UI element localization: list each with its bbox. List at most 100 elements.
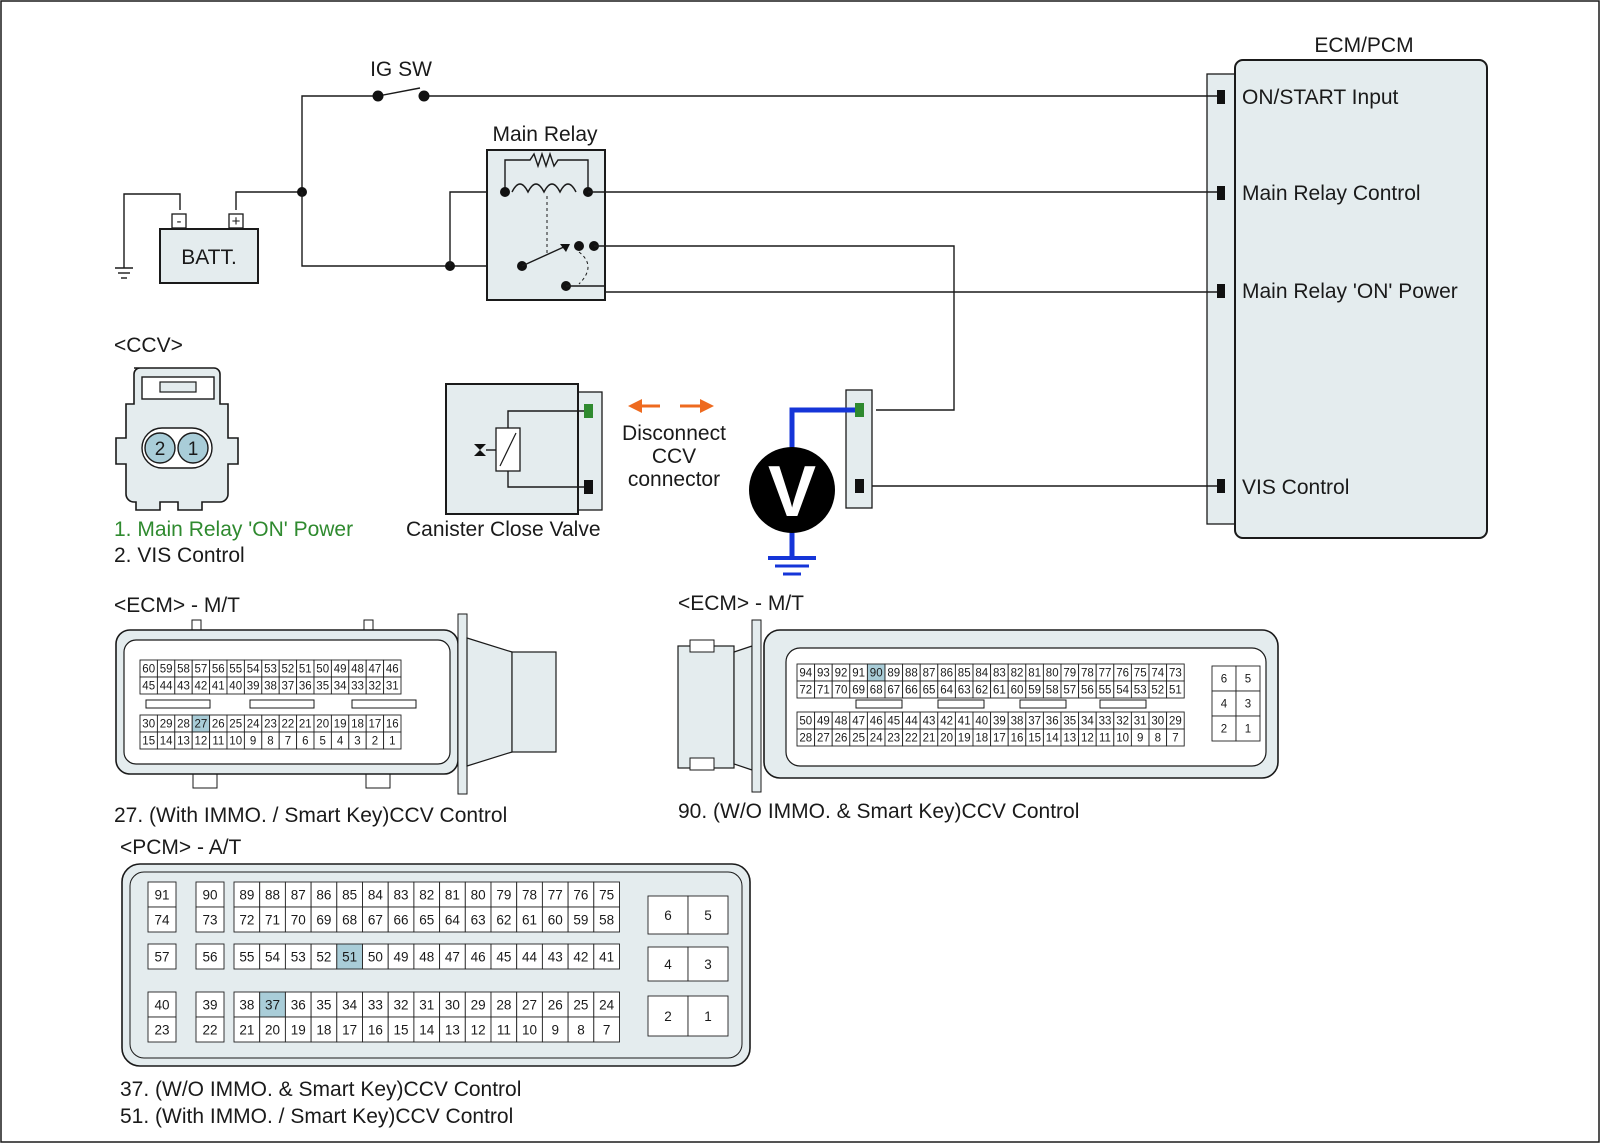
pin-number: 38: [239, 998, 254, 1013]
wire-battery-ground: [123, 193, 181, 268]
pin-cell: [284, 881, 312, 908]
pin-number: 59: [1028, 685, 1041, 697]
voltmeter-positive-lead: [789, 407, 855, 448]
pin-cell: [687, 895, 729, 935]
pin-number: 31: [386, 681, 399, 693]
pin-number: 72: [799, 685, 812, 697]
pin-number: 36: [299, 681, 312, 693]
wire-relay-to-ccv: [594, 245, 955, 411]
pin-number: 75: [599, 888, 614, 903]
pin-number: 48: [419, 950, 434, 965]
pin-number: 6: [1221, 674, 1227, 686]
pin-number: 52: [316, 950, 331, 965]
pin-number: 86: [316, 888, 331, 903]
pin-number: 40: [229, 681, 242, 693]
pin-cell: [310, 991, 338, 1018]
pin-number: 72: [239, 913, 254, 928]
pin-number: 51: [299, 664, 312, 676]
ecm-connector-body: [1206, 73, 1236, 525]
pin-number: 91: [154, 888, 169, 903]
pin-cell: [387, 906, 415, 933]
pin-number: 45: [887, 716, 900, 728]
pin-cell: [541, 943, 569, 970]
pin-number: 24: [599, 998, 615, 1013]
pcm-at-note-37: 37. (W/O IMMO. & Smart Key)CCV Control: [120, 1078, 521, 1101]
pin-cell: [1235, 715, 1261, 742]
pin-number: 33: [351, 681, 364, 693]
valve-symbol: [474, 444, 486, 450]
battery: [159, 228, 259, 284]
pin-cell: [310, 1016, 338, 1043]
latch: [689, 639, 715, 653]
pin-number: 66: [394, 913, 409, 928]
disconnect-indicator: Disconnect CCV connector: [622, 399, 726, 491]
pin-number: 17: [369, 719, 382, 731]
ecm-pin-terminal: [1217, 186, 1225, 200]
ccv-pin-2-label: 2: [155, 439, 166, 460]
pin-cell: [490, 1016, 518, 1043]
pin-number: 58: [599, 913, 614, 928]
pin-cell: [647, 946, 689, 982]
pin-number: 87: [923, 668, 936, 680]
pin-number: 1: [389, 736, 395, 748]
pin-number: 57: [154, 950, 169, 965]
pin-cell: [647, 895, 689, 935]
pin-cell: [362, 881, 389, 908]
key-slot: [1099, 699, 1147, 709]
pin-number: 19: [958, 733, 971, 745]
harness-pin-2: [855, 479, 864, 493]
pin-number: 30: [1151, 716, 1164, 728]
pin-number: 22: [282, 719, 295, 731]
relay-terminal: [500, 187, 510, 197]
pin-number: 69: [316, 913, 331, 928]
ecm-left-boot-end: [511, 651, 557, 753]
pin-cell: [310, 943, 338, 970]
pin-number: 7: [603, 1023, 611, 1038]
battery-minus-sign: -: [177, 213, 182, 230]
pin-number: 4: [664, 957, 672, 972]
arrow-right-icon: [700, 399, 714, 413]
pin-number: 58: [177, 664, 190, 676]
pin-number: 8: [1155, 733, 1161, 745]
pin-cell: [593, 1016, 620, 1043]
pin-number: 9: [551, 1023, 559, 1038]
pin-cell: [284, 991, 312, 1018]
pin-number: 73: [1169, 668, 1182, 680]
pin-number: 22: [202, 1023, 217, 1038]
pin-cell: [362, 906, 389, 933]
pin-number: 44: [522, 950, 538, 965]
pin-number: 55: [229, 664, 242, 676]
pin-number: 14: [160, 736, 173, 748]
ecm-right-boot: [733, 645, 753, 771]
pin-number: 2: [1221, 724, 1227, 736]
pin-number: 27: [522, 998, 537, 1013]
pin-cell: [336, 991, 363, 1018]
pin-number: 79: [1063, 668, 1076, 680]
disconnect-label-2: CCV: [652, 445, 696, 468]
pin-number: 35: [316, 681, 329, 693]
pin-number: 20: [316, 719, 329, 731]
pin-number: 74: [1151, 668, 1164, 680]
voltmeter-label: V: [768, 452, 816, 532]
pin-cell: [593, 906, 620, 933]
pin-cell: [413, 943, 441, 970]
harness-pin-1: [855, 403, 864, 417]
pin-number: 77: [1099, 668, 1112, 680]
pin-cell: [195, 943, 225, 970]
pin-cell: [567, 943, 595, 970]
pin-number: 12: [1081, 733, 1094, 745]
pin-number: 38: [264, 681, 277, 693]
pin-number: 26: [835, 733, 848, 745]
pin-cell: [541, 1016, 569, 1043]
pin-number: 76: [1116, 668, 1129, 680]
pin-number: 84: [975, 668, 988, 680]
pin-number: 36: [291, 998, 306, 1013]
pin-cell: [259, 906, 286, 933]
pin-number: 11: [212, 736, 224, 748]
pin-number: 27: [817, 733, 830, 745]
pin-number: 31: [419, 998, 434, 1013]
pin-number: 28: [496, 998, 511, 1013]
pin-number: 59: [160, 664, 173, 676]
pin-number: 54: [265, 950, 281, 965]
